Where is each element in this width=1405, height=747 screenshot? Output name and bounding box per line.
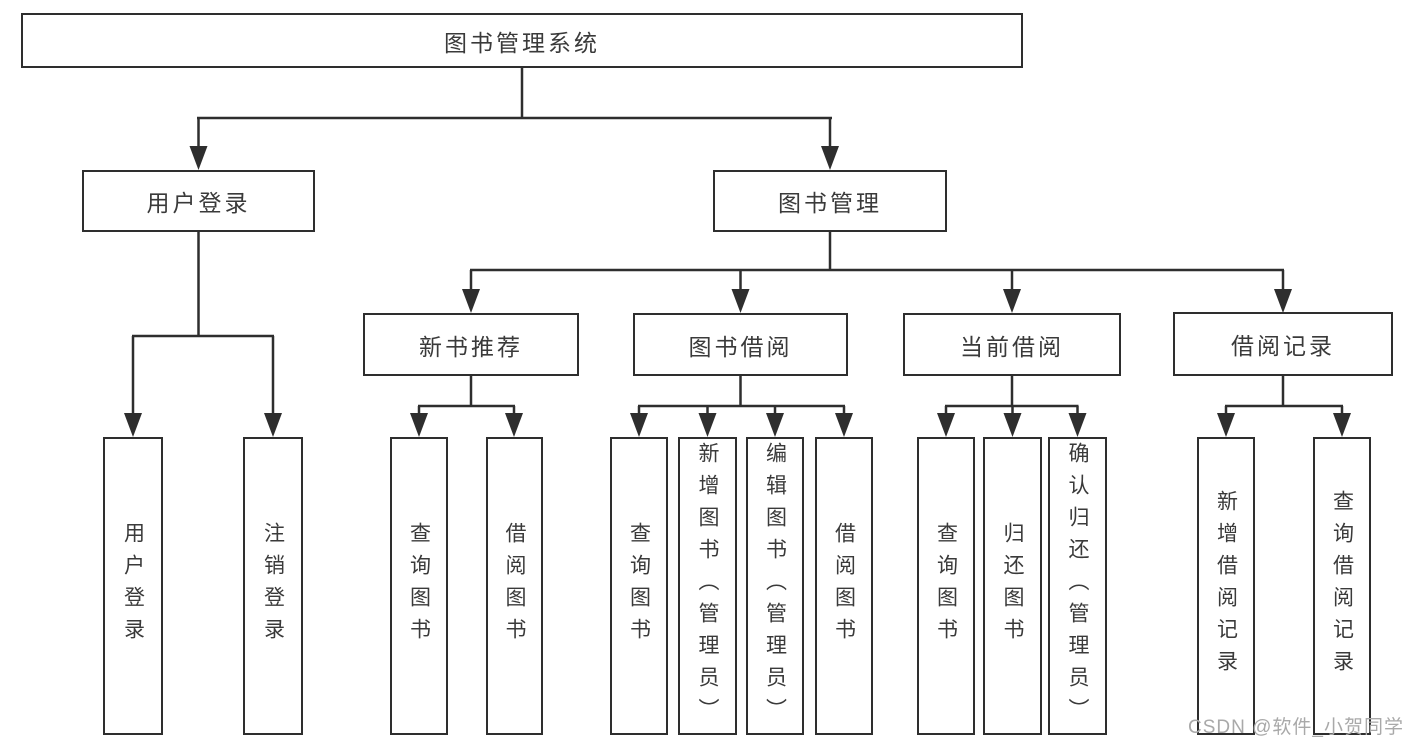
node-leaf-add-books-admin: 新增图书（管理员） — [678, 437, 737, 735]
watermark-text: CSDN @软件_小贺同学 — [1188, 717, 1404, 738]
node-leaf-add-books-admin-label: 新增图书（管理员） — [696, 442, 719, 730]
node-leaf-add-borrow-record: 新增借阅记录 — [1197, 437, 1255, 735]
node-leaf-edit-books-admin: 编辑图书（管理员） — [746, 437, 804, 735]
node-leaf-logout-label: 注销登录 — [261, 522, 285, 650]
node-leaf-borrow-query-books: 查询图书 — [610, 437, 668, 735]
node-root-label: 图书管理系统 — [444, 29, 600, 56]
node-leaf-recommend-query-books-label: 查询图书 — [407, 522, 431, 650]
node-leaf-confirm-return-admin: 确认归还（管理员） — [1048, 437, 1107, 735]
node-leaf-user-login: 用户登录 — [103, 437, 163, 735]
node-leaf-current-query-books: 查询图书 — [917, 437, 975, 735]
node-leaf-edit-books-admin-label: 编辑图书（管理员） — [763, 442, 787, 730]
node-module-borrow-records: 借阅记录 — [1173, 312, 1393, 376]
node-leaf-borrow-books: 借阅图书 — [815, 437, 873, 735]
node-branch-book-management-label: 图书管理 — [778, 190, 882, 216]
node-module-book-borrow-label: 图书借阅 — [688, 333, 793, 360]
node-leaf-return-books-label: 归还图书 — [1001, 522, 1024, 650]
node-module-new-book-recommend-label: 新书推荐 — [419, 333, 523, 360]
node-leaf-add-borrow-record-label: 新增借阅记录 — [1214, 490, 1238, 682]
arrowheads — [124, 146, 1351, 437]
node-root: 图书管理系统 — [21, 13, 1023, 68]
node-module-current-borrow-label: 当前借阅 — [960, 333, 1064, 360]
node-leaf-recommend-borrow-books-label: 借阅图书 — [503, 522, 526, 650]
node-module-book-borrow: 图书借阅 — [633, 313, 848, 376]
node-module-current-borrow: 当前借阅 — [903, 313, 1121, 376]
node-leaf-recommend-query-books: 查询图书 — [390, 437, 448, 735]
node-leaf-current-query-books-label: 查询图书 — [934, 522, 958, 650]
node-module-borrow-records-label: 借阅记录 — [1231, 333, 1335, 359]
node-leaf-query-borrow-record: 查询借阅记录 — [1313, 437, 1371, 735]
node-leaf-borrow-books-label: 借阅图书 — [832, 522, 856, 650]
node-leaf-user-login-label: 用户登录 — [121, 522, 145, 650]
node-branch-user-login-label: 用户登录 — [146, 190, 251, 216]
node-leaf-return-books: 归还图书 — [983, 437, 1042, 735]
node-branch-user-login: 用户登录 — [82, 170, 315, 232]
node-module-new-book-recommend: 新书推荐 — [363, 313, 579, 376]
node-leaf-logout: 注销登录 — [243, 437, 303, 735]
node-leaf-query-borrow-record-label: 查询借阅记录 — [1330, 490, 1354, 682]
node-branch-book-management: 图书管理 — [713, 170, 947, 232]
node-leaf-recommend-borrow-books: 借阅图书 — [486, 437, 543, 735]
node-leaf-confirm-return-admin-label: 确认归还（管理员） — [1066, 442, 1089, 730]
node-leaf-borrow-query-books-label: 查询图书 — [627, 522, 651, 650]
